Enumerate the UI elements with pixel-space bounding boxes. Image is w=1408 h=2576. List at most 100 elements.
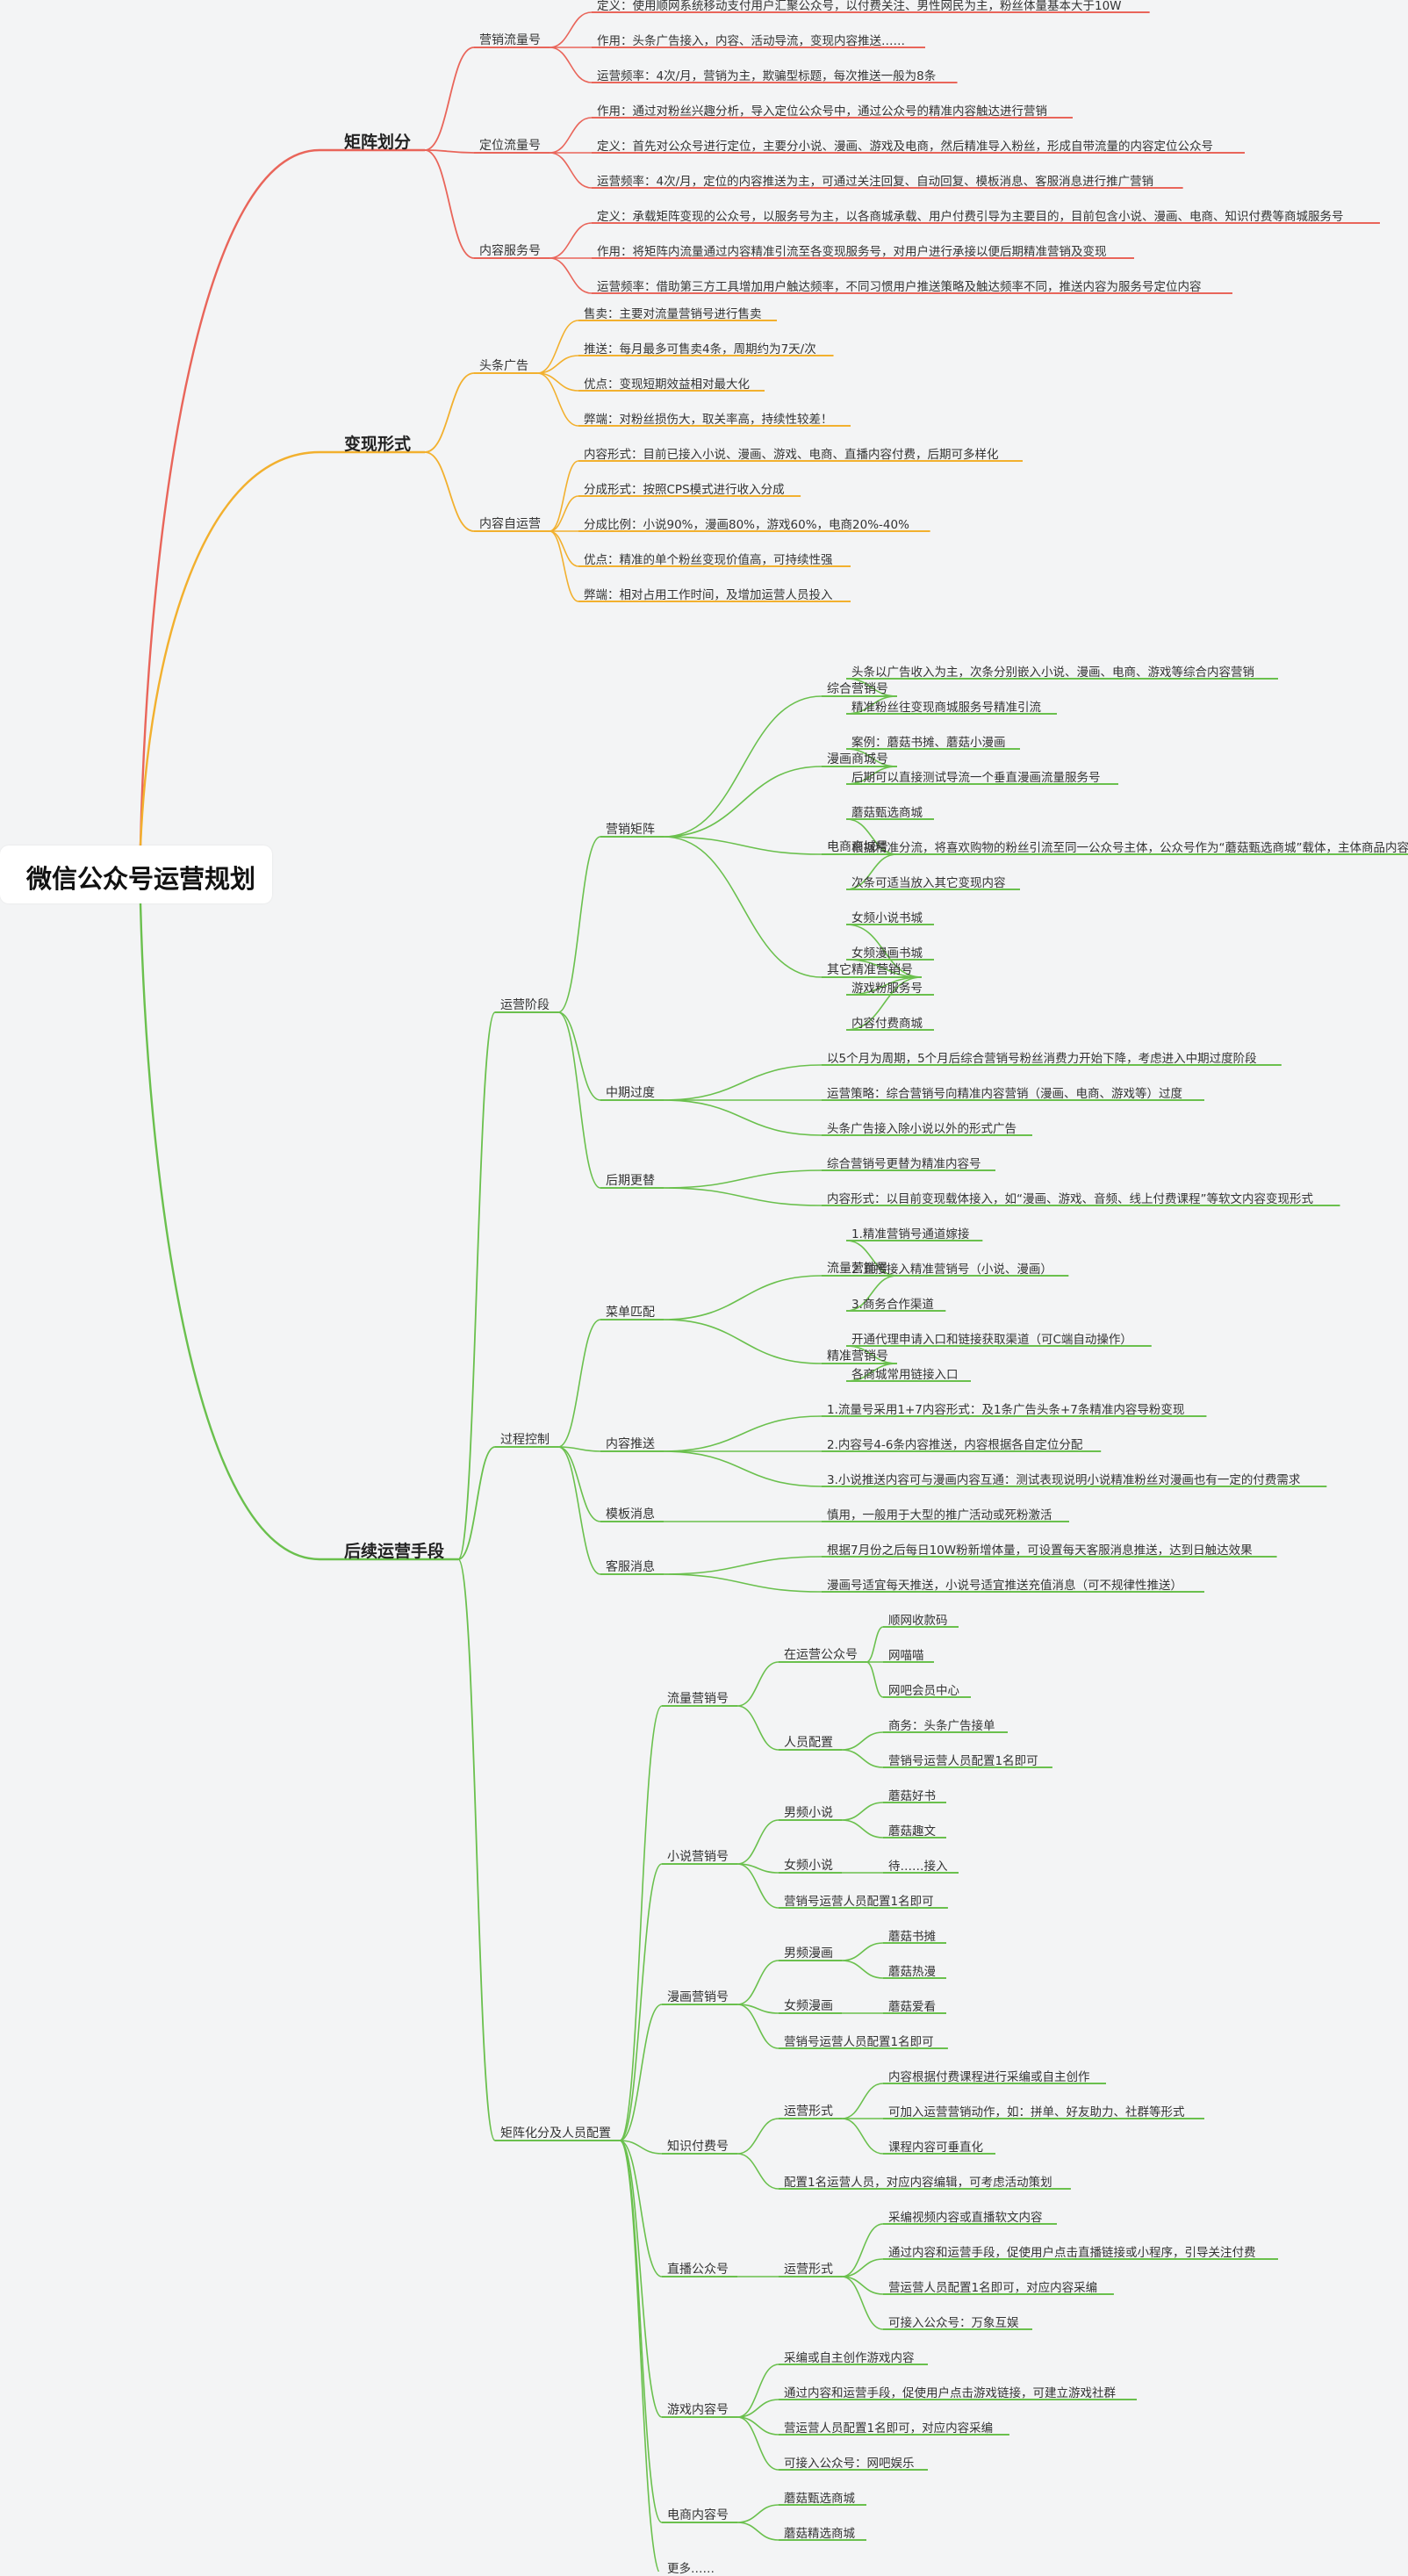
mindmap-leaf-node[interactable]: 次条可适当放入其它变现内容: [851, 876, 1006, 890]
mindmap-leaf-node[interactable]: 配置1名运营人员，对应内容编辑，可考虑活动策划: [784, 2176, 1052, 2190]
mindmap-topic-node[interactable]: 知识付费号: [667, 2140, 729, 2154]
mindmap-leaf-node[interactable]: 3.商务合作渠道: [851, 1298, 934, 1312]
mindmap-leaf-node[interactable]: 营销号运营人员配置1名即可: [784, 2035, 934, 2049]
mindmap-branch-node[interactable]: 矩阵划分: [344, 133, 412, 152]
mindmap-leaf-node[interactable]: 作用：将矩阵内流量通过内容精准引流至各变现服务号，对用户进行承接以便后期精准营销…: [597, 245, 1107, 259]
mindmap-leaf-node[interactable]: 营运营人员配置1名即可，对应内容采编: [784, 2421, 994, 2436]
mindmap-leaf-node[interactable]: 蘑菇趣文: [888, 1824, 936, 1838]
mindmap-leaf-node[interactable]: 运营频率：借助第三方工具增加用户触达频率，不同习惯用户推送策略及触达频率不同，推…: [597, 280, 1202, 294]
mindmap-topic-node[interactable]: 矩阵化分及人员配置: [500, 2126, 611, 2141]
mindmap-leaf-node[interactable]: 通过内容和运营手段，促使用户点击直播链接或小程序，引导关注付费: [888, 2246, 1256, 2260]
mindmap-leaf-node[interactable]: 售卖：主要对流量营销号进行售卖: [584, 307, 762, 321]
mindmap-topic-node[interactable]: 定位流量号: [479, 139, 541, 153]
mindmap-topic-node[interactable]: 电商商城号: [827, 840, 888, 854]
mindmap-leaf-node[interactable]: 开通代理申请入口和链接获取渠道（可C端自动操作）: [851, 1333, 1132, 1347]
mindmap-leaf-node[interactable]: 后期可以直接测试导流一个垂直漫画流量服务号: [851, 771, 1101, 785]
mindmap-leaf-node[interactable]: 漫画号适宜每天推送，小说号适宜推送充值消息（可不规律性推送）: [827, 1579, 1182, 1593]
mindmap-leaf-node[interactable]: 内容根据付费课程进行采编或自主创作: [888, 2070, 1090, 2084]
mindmap-topic-node[interactable]: 运营形式: [784, 2105, 833, 2119]
mindmap-leaf-node[interactable]: 待……接入: [888, 1860, 948, 1874]
mindmap-leaf-node[interactable]: 1.精准营销号通道嫁接: [851, 1227, 970, 1241]
mindmap-leaf-node[interactable]: 各商城常用链接入口: [851, 1368, 959, 1382]
mindmap-leaf-node[interactable]: 蘑菇书摊: [888, 1930, 936, 1944]
mindmap-leaf-node[interactable]: 定义：首先对公众号进行定位，主要分小说、漫画、游戏及电商，然后精准导入粉丝，形成…: [597, 140, 1213, 154]
mindmap-leaf-node[interactable]: 精准粉丝往变现商城服务号精准引流: [851, 701, 1041, 715]
mindmap-leaf-node[interactable]: 运营频率：4次/月，营销为主，欺骗型标题，每次推送一般为8条: [597, 69, 937, 83]
mindmap-leaf-node[interactable]: 顺网收款码: [888, 1614, 948, 1628]
mindmap-leaf-node[interactable]: 内容形式：以目前变现载体接入，如“漫画、游戏、音频、线上付费课程”等软文内容变现…: [827, 1192, 1313, 1206]
mindmap-leaf-node[interactable]: 蘑菇甄选商城: [784, 2492, 855, 2506]
mindmap-topic-node[interactable]: 菜单匹配: [606, 1306, 655, 1320]
mindmap-leaf-node[interactable]: 作用：通过对粉丝兴趣分析，导入定位公众号中，通过公众号的精准内容触达进行营销: [597, 104, 1047, 119]
mindmap-topic-node[interactable]: 小说营销号: [667, 1850, 729, 1864]
mindmap-topic-node[interactable]: 内容推送: [606, 1437, 655, 1451]
mindmap-leaf-node[interactable]: 网吧会员中心: [888, 1684, 959, 1698]
mindmap-leaf-node[interactable]: 推送：每月最多可售卖4条，周期约为7天/次: [584, 342, 816, 356]
mindmap-leaf-node[interactable]: 课程内容可垂直化: [888, 2141, 983, 2155]
mindmap-leaf-node[interactable]: 综合营销号更替为精准内容号: [827, 1157, 981, 1171]
mindmap-topic-node[interactable]: 直播公众号: [667, 2263, 729, 2277]
mindmap-leaf-node[interactable]: 分成比例：小说90%，漫画80%，游戏60%，电商20%-40%: [584, 518, 909, 532]
mindmap-topic-node[interactable]: 过程控制: [500, 1433, 550, 1447]
mindmap-leaf-node[interactable]: 慎用，一般用于大型的推广活动或死粉激活: [827, 1508, 1052, 1522]
mindmap-leaf-node[interactable]: 蘑菇精选商城: [784, 2527, 855, 2541]
mindmap-leaf-node[interactable]: 蘑菇好书: [888, 1789, 936, 1803]
mindmap-leaf-node[interactable]: 弊端：相对占用工作时间，及增加运营人员投入: [584, 588, 833, 602]
mindmap-topic-node[interactable]: 其它精准营销号: [827, 963, 913, 977]
mindmap-leaf-node[interactable]: 定义：承载矩阵变现的公众号，以服务号为主，以各商城承载、用户付费引导为主要目的，…: [597, 210, 1344, 224]
mindmap-leaf-node[interactable]: 可接入公众号：网吧娱乐: [784, 2457, 915, 2471]
mindmap-topic-node[interactable]: 客服消息: [606, 1560, 655, 1574]
mindmap-leaf-node[interactable]: 2.内容号4-6条内容推送，内容根据各自定位分配: [827, 1438, 1083, 1452]
mindmap-leaf-node[interactable]: 弊端：对粉丝损伤大，取关率高，持续性较差！: [584, 413, 833, 427]
mindmap-topic-node[interactable]: 游戏内容号: [667, 2403, 729, 2417]
mindmap-leaf-node[interactable]: 1.流量号采用1+7内容形式：及1条广告头条+7条精准内容导粉变现: [827, 1403, 1185, 1417]
mindmap-leaf-node[interactable]: 可接入公众号：万象互娱: [888, 2316, 1019, 2330]
mindmap-branch-node[interactable]: 变现形式: [344, 435, 412, 454]
mindmap-leaf-node[interactable]: 3.小说推送内容可与漫画内容互通：测试表现说明小说精准粉丝对漫画也有一定的付费需…: [827, 1473, 1301, 1487]
mindmap-topic-node[interactable]: 在运营公众号: [784, 1648, 858, 1662]
mindmap-topic-node[interactable]: 男频漫画: [784, 1946, 833, 1961]
mindmap-topic-node[interactable]: 内容服务号: [479, 244, 541, 258]
mindmap-leaf-node[interactable]: 优点：精准的单个粉丝变现价值高，可持续性强: [584, 553, 833, 567]
mindmap-leaf-node[interactable]: 分成形式：按照CPS模式进行收入分成: [584, 483, 785, 497]
mindmap-topic-node[interactable]: 精准营销号: [827, 1349, 888, 1364]
mindmap-leaf-node[interactable]: 内容形式：目前已接入小说、漫画、游戏、电商、直播内容付费，后期可多样化: [584, 448, 999, 462]
mindmap-leaf-node[interactable]: 蘑菇甄选商城: [851, 806, 923, 820]
mindmap-leaf-node[interactable]: 营运营人员配置1名即可，对应内容采编: [888, 2281, 1098, 2295]
root-node-box[interactable]: [0, 845, 272, 903]
mindmap-leaf-node[interactable]: 更多……: [667, 2562, 715, 2576]
mindmap-topic-node[interactable]: 头条广告: [479, 359, 528, 373]
mindmap-branch-node[interactable]: 后续运营手段: [344, 1542, 445, 1561]
root-node-title[interactable]: 微信公众号运营规划: [26, 864, 256, 894]
mindmap-leaf-node[interactable]: 内容付费商城: [851, 1017, 923, 1031]
mindmap-topic-node[interactable]: 女频漫画: [784, 1999, 833, 2013]
mindmap-leaf-node[interactable]: 优点：变现短期效益相对最大化: [584, 378, 750, 392]
mindmap-leaf-node[interactable]: 通过内容和运营手段，促使用户点击游戏链接，可建立游戏社群: [784, 2386, 1116, 2400]
mindmap-leaf-node[interactable]: 蘑菇热漫: [888, 1965, 936, 1979]
mindmap-topic-node[interactable]: 运营阶段: [500, 998, 550, 1012]
mindmap-topic-node[interactable]: 内容自运营: [479, 517, 541, 531]
mindmap-topic-node[interactable]: 漫画商城号: [827, 752, 888, 766]
mindmap-leaf-node[interactable]: 头条广告接入除小说以外的形式广告: [827, 1122, 1016, 1136]
mindmap-topic-node[interactable]: 漫画营销号: [667, 1990, 729, 2004]
mindmap-leaf-node[interactable]: 运营策略：综合营销号向精准内容营销（漫画、电商、游戏等）过度: [827, 1087, 1182, 1101]
mindmap-leaf-node[interactable]: 游戏粉服务号: [851, 982, 923, 996]
mindmap-leaf-node[interactable]: 运营频率：4次/月，定位的内容推送为主，可通过关注回复、自动回复、模板消息、客服…: [597, 175, 1154, 189]
mindmap-leaf-node[interactable]: 采编或自主创作游戏内容: [784, 2351, 915, 2365]
mindmap-leaf-node[interactable]: 女频漫画书城: [851, 946, 923, 961]
mindmap-topic-node[interactable]: 电商内容号: [667, 2508, 729, 2522]
mindmap-leaf-node[interactable]: 以5个月为周期，5个月后综合营销号粉丝消费力开始下降，考虑进入中期过度阶段: [827, 1052, 1257, 1066]
mindmap-leaf-node[interactable]: 商务：头条广告接单: [888, 1719, 995, 1733]
mindmap-topic-node[interactable]: 中期过度: [606, 1086, 655, 1100]
mindmap-leaf-node[interactable]: 营销号运营人员配置1名即可: [888, 1754, 1038, 1768]
mindmap-leaf-node[interactable]: 头条以广告收入为主，次条分别嵌入小说、漫画、电商、游戏等综合内容营销: [851, 666, 1254, 680]
mindmap-leaf-node[interactable]: 网喵喵: [888, 1649, 924, 1663]
mindmap-topic-node[interactable]: 综合营销号: [827, 682, 888, 696]
mindmap-leaf-node[interactable]: 采编视频内容或直播软文内容: [888, 2211, 1043, 2225]
mindmap-leaf-node[interactable]: 根据7月份之后每日10W粉新增体量，可设置每天客服消息推送，达到日触达效果: [827, 1543, 1253, 1558]
mindmap-topic-node[interactable]: 女频小说: [784, 1859, 833, 1873]
mindmap-topic-node[interactable]: 男频小说: [784, 1806, 833, 1820]
mindmap-leaf-node[interactable]: 可加入运营营销动作，如：拼单、好友助力、社群等形式: [888, 2105, 1185, 2119]
mindmap-leaf-node[interactable]: 女频小说书城: [851, 911, 923, 925]
mindmap-topic-node[interactable]: 人员配置: [784, 1736, 833, 1750]
